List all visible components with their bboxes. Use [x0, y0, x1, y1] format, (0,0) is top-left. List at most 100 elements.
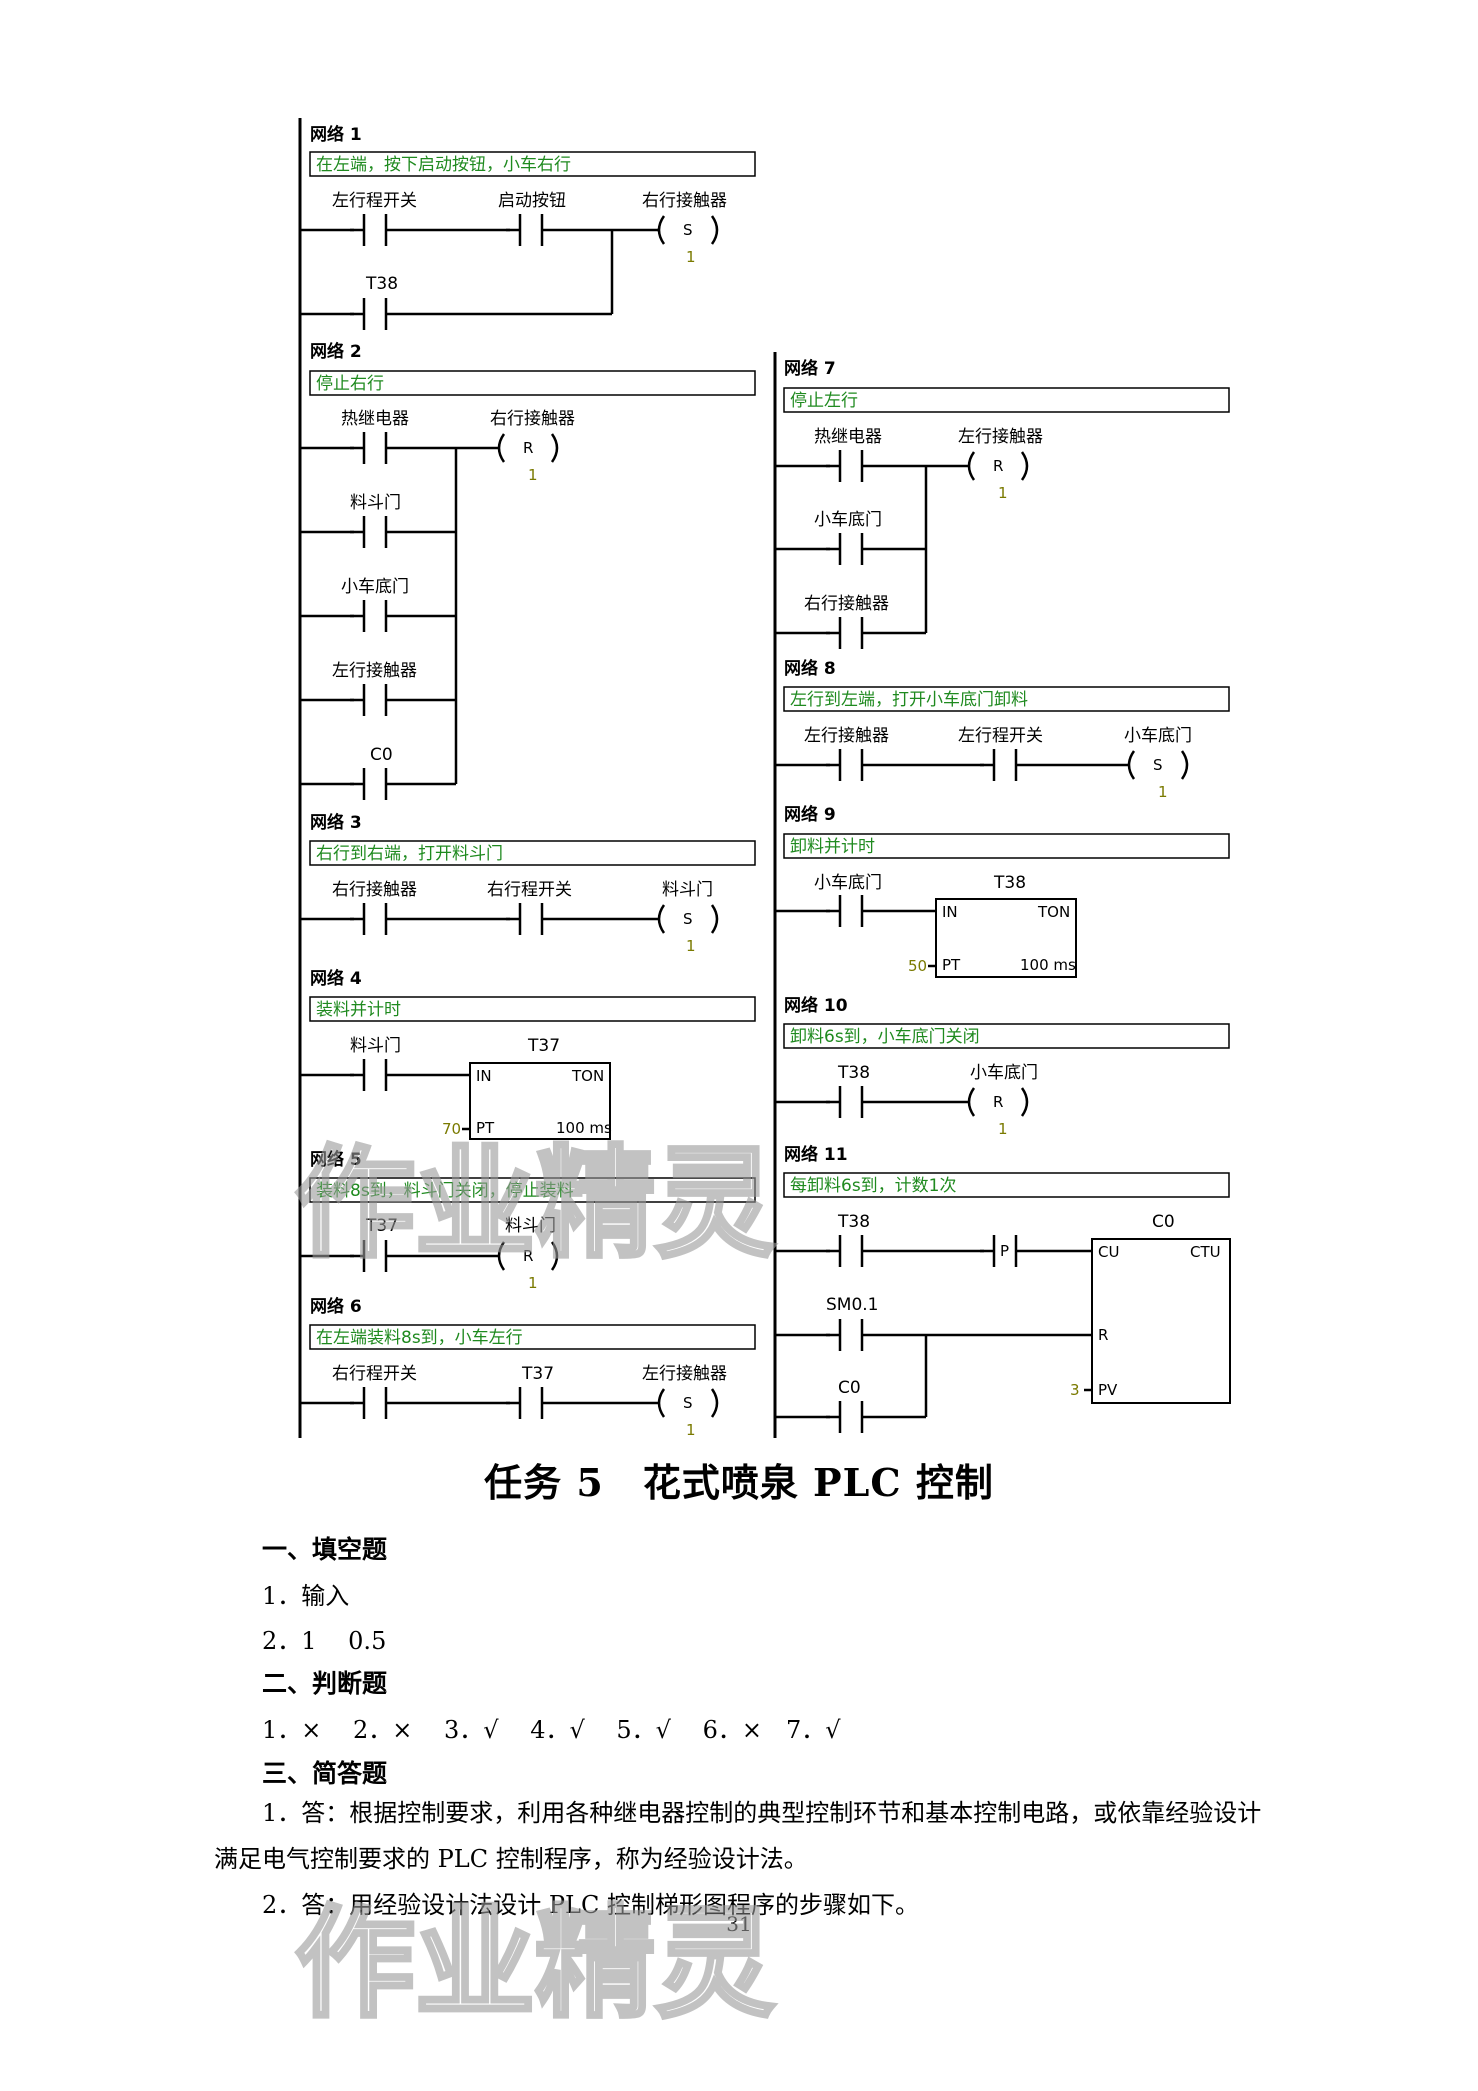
coil-op: S [683, 221, 693, 239]
timer-block: IN TON PT 100 ms 70 [442, 1062, 612, 1140]
comment-text: 在左端装料8s到，小车左行 [316, 1328, 523, 1348]
counter-label: C0 [1152, 1212, 1175, 1232]
network-title: 网络 4 [310, 968, 362, 989]
comment-box [783, 387, 1230, 413]
comment-box [309, 1177, 756, 1203]
network-3: 网络 3 右行到右端，打开料斗门 右行接触器 右行程开关 料斗门 S 1 [300, 812, 756, 955]
contact-label: SM0.1 [826, 1295, 879, 1315]
timer-label: T37 [527, 1036, 560, 1056]
counter-block: CU CTU R PV 3 [1070, 1238, 1231, 1404]
timer-type: TON [1037, 903, 1070, 921]
coil-op: S [683, 1394, 693, 1412]
coil-op: R [993, 1093, 1003, 1111]
comment-text: 装料并计时 [316, 1000, 401, 1020]
network-11: 网络 11 每卸料6s到，计数1次 T38 C0 P CU CTU R PV 3… [775, 1144, 1231, 1435]
counter-preset: 3 [1070, 1381, 1080, 1399]
contact-label: 右行程开关 [332, 1364, 417, 1384]
ladder-diagram: 网络 1 在左端，按下启动按钮，小车右行 左行程开关 启动按钮 右行接触器 S … [298, 118, 1231, 1439]
network-4: 网络 4 装料并计时 料斗门 T37 IN TON PT 100 ms 70 [300, 968, 756, 1140]
network-5: 网络 5 装料8s到，料斗门关闭，停止装料 T37 料斗门 R 1 [300, 1149, 756, 1292]
comment-box [783, 1172, 1230, 1198]
contact-label: 右行接触器 [804, 594, 889, 614]
contact-label: 小车底门 [814, 510, 882, 530]
comment-box [309, 840, 756, 866]
network-8: 网络 8 左行到左端，打开小车底门卸料 左行接触器 左行程开关 小车底门 S 1 [775, 658, 1230, 801]
timer-in: IN [942, 903, 958, 921]
positive-edge-contact: P [978, 1233, 1032, 1269]
contact-label: 右行接触器 [332, 880, 417, 900]
coil-label: 左行接触器 [958, 427, 1043, 447]
network-title: 网络 9 [784, 804, 836, 825]
network-title: 网络 1 [310, 124, 362, 145]
coil-count: 1 [998, 484, 1008, 502]
coil-op: S [1153, 756, 1163, 774]
comment-box [783, 686, 1230, 712]
contact-label: T38 [365, 274, 398, 294]
coil-op: R [523, 439, 533, 457]
comment-box [309, 370, 756, 396]
timer-preset: 50 [908, 957, 927, 975]
counter-type: CTU [1190, 1243, 1221, 1261]
comment-text: 在左端，按下启动按钮，小车右行 [316, 155, 571, 175]
coil-op: R [993, 457, 1003, 475]
comment-box [309, 1324, 756, 1350]
network-title: 网络 8 [784, 658, 836, 679]
network-7: 网络 7 停止左行 热继电器 左行接触器 R 1 小车底门 右行接触器 [775, 358, 1230, 651]
coil-op: S [683, 910, 693, 928]
counter-pv: PV [1098, 1381, 1118, 1399]
timer-base: 100 ms [1020, 956, 1076, 974]
comment-box [783, 1023, 1230, 1049]
contact-label: T37 [521, 1364, 554, 1384]
network-10: 网络 10 卸料6s到，小车底门关闭 T38 小车底门 R 1 [775, 995, 1230, 1138]
contact-label: 左行程开关 [958, 726, 1043, 746]
comment-text: 右行到右端，打开料斗门 [316, 844, 503, 864]
timer-pt: PT [942, 956, 961, 974]
network-9: 网络 9 卸料并计时 小车底门 T38 IN TON PT 100 ms 50 [775, 804, 1230, 978]
coil-label: 料斗门 [662, 880, 713, 900]
network-title: 网络 6 [310, 1296, 362, 1317]
set-coil: S 1 [657, 215, 719, 266]
comment-box [783, 833, 1230, 859]
contact-label: 热继电器 [341, 409, 409, 429]
contact-label: 小车底门 [341, 577, 409, 597]
contact-label: 料斗门 [350, 1036, 401, 1056]
coil-count: 1 [686, 937, 696, 955]
short-answer-1: 1．答：根据控制要求，利用各种继电器控制的典型控制环节和基本控制电路，或依靠经验… [214, 1799, 1262, 1873]
network-title: 网络 11 [784, 1144, 848, 1165]
comment-text: 每卸料6s到，计数1次 [790, 1176, 957, 1196]
coil-count: 1 [528, 466, 538, 484]
fill-blank-answer: 1．输入 [262, 1582, 350, 1610]
timer-block: IN TON PT 100 ms 50 [908, 898, 1077, 978]
timer-in: IN [476, 1067, 492, 1085]
network-6: 网络 6 在左端装料8s到，小车左行 右行程开关 T37 左行接触器 S 1 [300, 1296, 756, 1439]
coil-count: 1 [686, 1421, 696, 1439]
comment-box [309, 151, 756, 177]
coil-label: 左行接触器 [642, 1364, 727, 1384]
network-title: 网络 5 [310, 1149, 362, 1170]
timer-base: 100 ms [556, 1119, 612, 1137]
section-heading-judge: 二、判断题 [262, 1669, 388, 1698]
contact-label: 启动按钮 [498, 191, 566, 211]
timer-label: T38 [993, 873, 1026, 893]
fill-blank-answer: 2．1 0.5 [262, 1627, 387, 1655]
coil-label: 小车底门 [1124, 726, 1192, 746]
contact-label: 料斗门 [350, 493, 401, 513]
contact [504, 212, 558, 248]
counter-cu: CU [1098, 1243, 1119, 1261]
comment-text: 卸料6s到，小车底门关闭 [790, 1027, 980, 1047]
coil-count: 1 [528, 1274, 538, 1292]
section-heading-short-answer: 三、简答题 [262, 1759, 388, 1788]
coil-count: 1 [1158, 783, 1168, 801]
judge-answers: 1．× 2．× 3．√ 4．√ 5．√ 6．× 7．√ [262, 1716, 841, 1744]
timer-type: TON [571, 1067, 604, 1085]
contact-label: C0 [838, 1378, 861, 1398]
network-title: 网络 7 [784, 358, 836, 379]
page-number: 31 [726, 1912, 752, 1936]
contact-label: 左行程开关 [332, 191, 417, 211]
comment-text: 停止左行 [790, 391, 858, 411]
contact-label: T38 [837, 1063, 870, 1083]
contact-label: 右行程开关 [487, 880, 572, 900]
contact-label: C0 [370, 745, 393, 765]
coil-label: 小车底门 [970, 1063, 1038, 1083]
timer-preset: 70 [442, 1120, 461, 1138]
